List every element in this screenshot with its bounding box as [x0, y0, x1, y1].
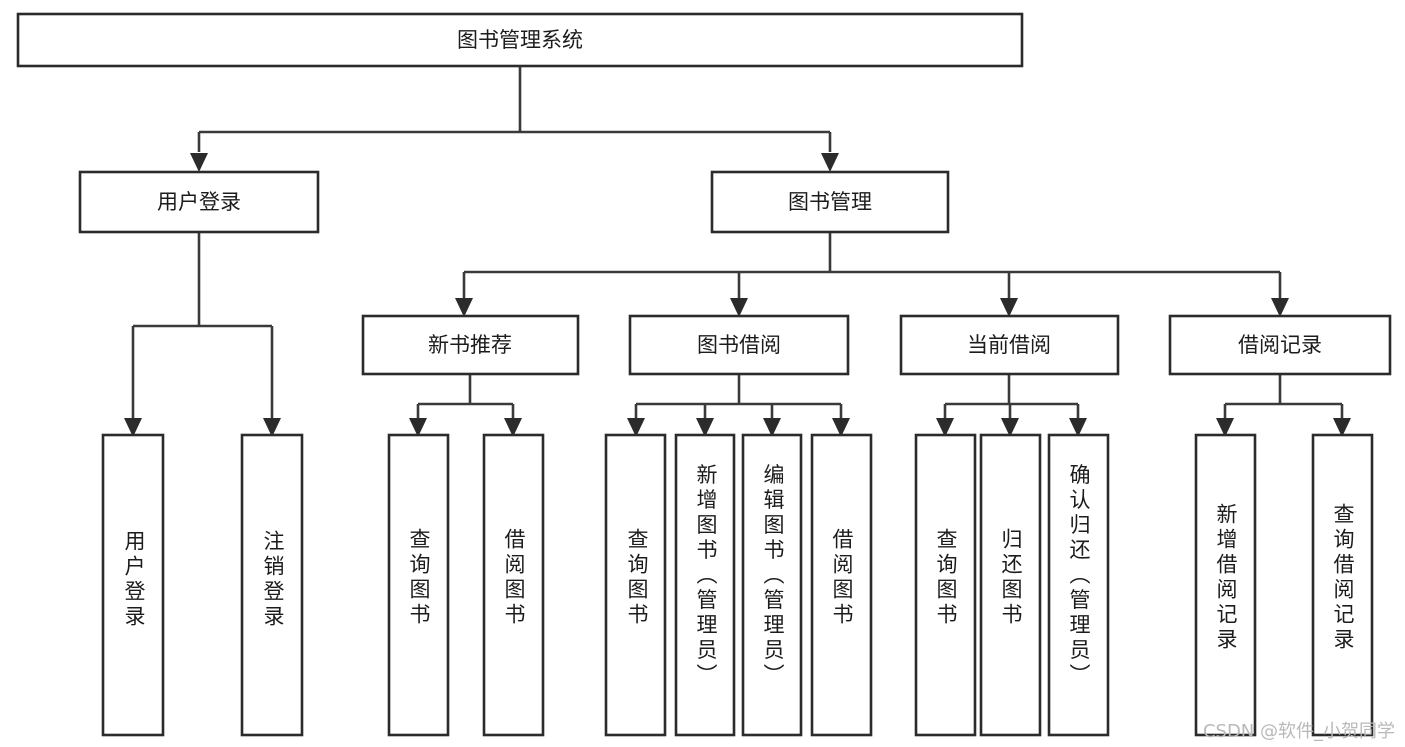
arrow-book-management: [821, 153, 839, 172]
leaf-query-record-box[interactable]: [1311, 433, 1374, 737]
leaf-query-book-2-label: 查询图书: [625, 528, 649, 628]
node-user-login[interactable]: 用户登录: [78, 170, 320, 234]
leaf-edit-book-box[interactable]: [741, 433, 803, 737]
leaf-query-book-3[interactable]: 查询图书: [914, 433, 977, 737]
node-current-borrow[interactable]: 当前借阅: [899, 314, 1120, 376]
node-book-borrow-box[interactable]: [628, 314, 850, 376]
node-user-login-label: 用户登录: [157, 190, 241, 214]
leaf-borrow-book-2-label: 借阅图书: [830, 528, 854, 628]
leaf-edit-book-label: 编辑图书（管理员）: [761, 464, 785, 689]
leaf-return-book-label: 归还图书: [999, 528, 1023, 628]
arrow-current-borrow: [1000, 298, 1018, 317]
leaf-query-book-2[interactable]: 查询图书: [604, 433, 667, 737]
leaf-confirm-return-box[interactable]: [1047, 433, 1110, 737]
node-root[interactable]: 图书管理系统: [16, 12, 1024, 68]
node-book-borrow[interactable]: 图书借阅: [628, 314, 850, 376]
leaf-confirm-return[interactable]: 确认归还（管理员）: [1047, 433, 1110, 737]
arrow-borrow-record: [1271, 298, 1289, 317]
node-new-book-recommend-label: 新书推荐: [428, 333, 512, 357]
leaf-query-book-3-label: 查询图书: [934, 528, 958, 628]
leaf-query-book-1-label: 查询图书: [407, 528, 431, 628]
leaf-borrow-book-2[interactable]: 借阅图书: [810, 433, 873, 737]
leaf-add-book-label: 新增图书（管理员）: [694, 464, 718, 689]
node-book-management-label: 图书管理: [788, 190, 872, 214]
leaf-add-record[interactable]: 新增借阅记录: [1194, 433, 1257, 737]
leaf-user-login-box[interactable]: [101, 433, 165, 737]
arrow-new-book-recommend: [455, 298, 473, 317]
leaf-borrow-book-2-box[interactable]: [810, 433, 873, 737]
leaf-query-record[interactable]: 查询借阅记录: [1311, 433, 1374, 737]
node-book-management-box[interactable]: [710, 170, 950, 234]
node-current-borrow-label: 当前借阅: [967, 333, 1051, 357]
node-new-book-recommend[interactable]: 新书推荐: [361, 314, 580, 376]
node-borrow-record[interactable]: 借阅记录: [1168, 314, 1392, 376]
leaf-borrow-book-1[interactable]: 借阅图书: [482, 433, 545, 737]
arrow-user-login: [190, 153, 208, 172]
leaf-query-book-3-box[interactable]: [914, 433, 977, 737]
leaf-user-logout-box[interactable]: [240, 433, 304, 737]
leaf-return-book[interactable]: 归还图书: [979, 433, 1042, 737]
leaf-borrow-book-1-box[interactable]: [482, 433, 545, 737]
node-book-management[interactable]: 图书管理: [710, 170, 950, 234]
node-user-login-box[interactable]: [78, 170, 320, 234]
leaf-user-login[interactable]: 用户登录: [101, 433, 165, 737]
leaf-user-login-label: 用户登录: [122, 530, 146, 630]
leaf-add-record-label: 新增借阅记录: [1214, 503, 1238, 653]
leaf-add-book[interactable]: 新增图书（管理员）: [674, 433, 736, 737]
leaf-edit-book[interactable]: 编辑图书（管理员）: [741, 433, 803, 737]
leaf-user-logout-label: 注销登录: [261, 530, 285, 630]
node-borrow-record-box[interactable]: [1168, 314, 1392, 376]
leaf-query-record-label: 查询借阅记录: [1331, 503, 1355, 653]
leaf-add-book-box[interactable]: [674, 433, 736, 737]
node-new-book-recommend-box[interactable]: [361, 314, 580, 376]
leaf-user-logout[interactable]: 注销登录: [240, 433, 304, 737]
leaf-add-record-box[interactable]: [1194, 433, 1257, 737]
node-current-borrow-box[interactable]: [899, 314, 1120, 376]
leaf-confirm-return-label: 确认归还（管理员）: [1067, 464, 1091, 689]
node-root-label: 图书管理系统: [457, 28, 583, 52]
leaf-query-book-1[interactable]: 查询图书: [387, 433, 450, 737]
leaf-return-book-box[interactable]: [979, 433, 1042, 737]
node-root-box[interactable]: [16, 12, 1024, 68]
leaf-query-book-2-box[interactable]: [604, 433, 667, 737]
connector-group: [124, 66, 1351, 437]
node-book-borrow-label: 图书借阅: [697, 333, 781, 357]
leaf-query-book-1-box[interactable]: [387, 433, 450, 737]
node-borrow-record-label: 借阅记录: [1238, 333, 1322, 357]
leaf-borrow-book-1-label: 借阅图书: [502, 528, 526, 628]
arrow-book-borrow: [730, 298, 748, 317]
